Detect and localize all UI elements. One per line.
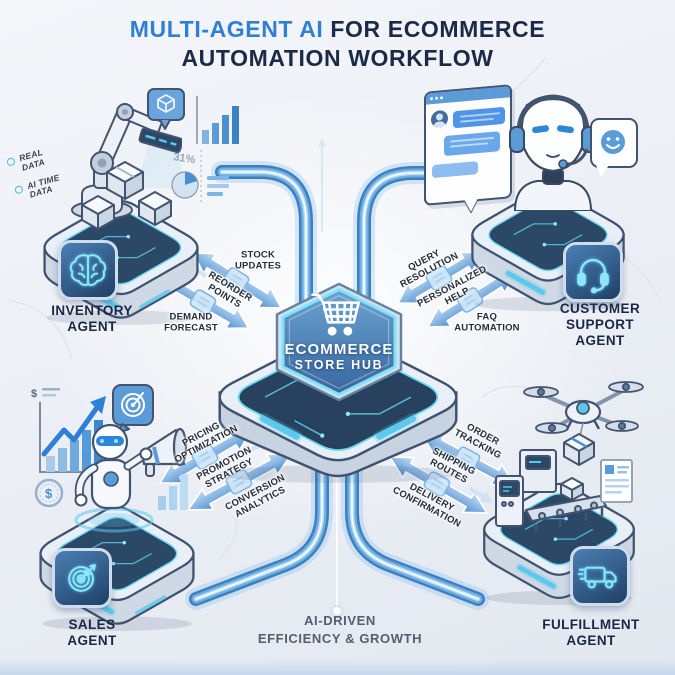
hub-top-guide-line — [318, 138, 326, 232]
page-title: MULTI-AGENT AI FOR ECOMMERCE AUTOMATION … — [0, 15, 675, 73]
inventory-agent-label: INVENTORY AGENT — [51, 303, 133, 334]
avatar — [431, 109, 448, 129]
headset-icon — [563, 242, 623, 302]
hub-bottom-guide-line — [333, 470, 341, 615]
holo-bars — [158, 474, 188, 510]
boxes-illustration — [81, 161, 172, 230]
shipping-label-icon — [598, 458, 636, 506]
title-highlight: MULTI-AGENT AI — [129, 16, 324, 42]
hub-title-line1: ECOMMERCE — [284, 341, 394, 358]
fulfillment-agent-label: FULFILLMENT AGENT — [542, 617, 640, 648]
support-agent-label: CUSTOMER SUPPORT AGENT — [559, 301, 641, 348]
sales-robot-illustration — [74, 423, 188, 533]
flow-label-demand-forecast: DEMAND FORECAST — [164, 311, 218, 333]
dollar-icon: $ — [31, 388, 37, 400]
conveyor-illustration — [495, 449, 607, 532]
target-icon — [52, 548, 112, 608]
title-line2: AUTOMATION WORKFLOW — [181, 44, 494, 71]
smiley-bubble-icon — [590, 118, 638, 177]
flow-label-faq-automation: FAQ AUTOMATION — [454, 311, 520, 333]
footer-caption: AI-DRIVEN EFFICIENCY & GROWTH — [257, 613, 423, 646]
sales-agent-label: SALES AGENT — [67, 617, 117, 648]
cart-icon — [311, 293, 360, 336]
brain-icon — [58, 240, 118, 300]
chat-bubble — [432, 161, 478, 179]
hub-title-line2: STORE HUB — [294, 358, 384, 372]
drone-illustration — [523, 381, 644, 466]
svg-text:$: $ — [45, 486, 53, 501]
side-label: AI TIME DATA — [25, 171, 61, 201]
inventory-analytics-illustration: 31% — [147, 88, 239, 204]
mini-pie-chart — [171, 171, 199, 199]
hub-title: ECOMMERCE STORE HUB — [284, 341, 393, 372]
hub-hexagon — [266, 281, 412, 403]
stat-percentage: 31% — [173, 151, 197, 166]
title-rest: FOR ECOMMERCE — [323, 16, 546, 42]
truck-icon — [570, 546, 630, 606]
chat-window-illustration — [424, 84, 512, 213]
flow-label-stock-updates: STOCK UPDATES — [234, 249, 282, 271]
mini-bar-chart — [196, 96, 239, 144]
support-robot-illustration — [509, 94, 597, 211]
package-bubble-icon — [147, 88, 185, 130]
dollar-coin-icon: $ — [34, 478, 64, 508]
mini-list-lines — [207, 176, 229, 196]
bullet-dot-icon — [5, 156, 16, 167]
bullet-dot-icon — [13, 184, 24, 195]
